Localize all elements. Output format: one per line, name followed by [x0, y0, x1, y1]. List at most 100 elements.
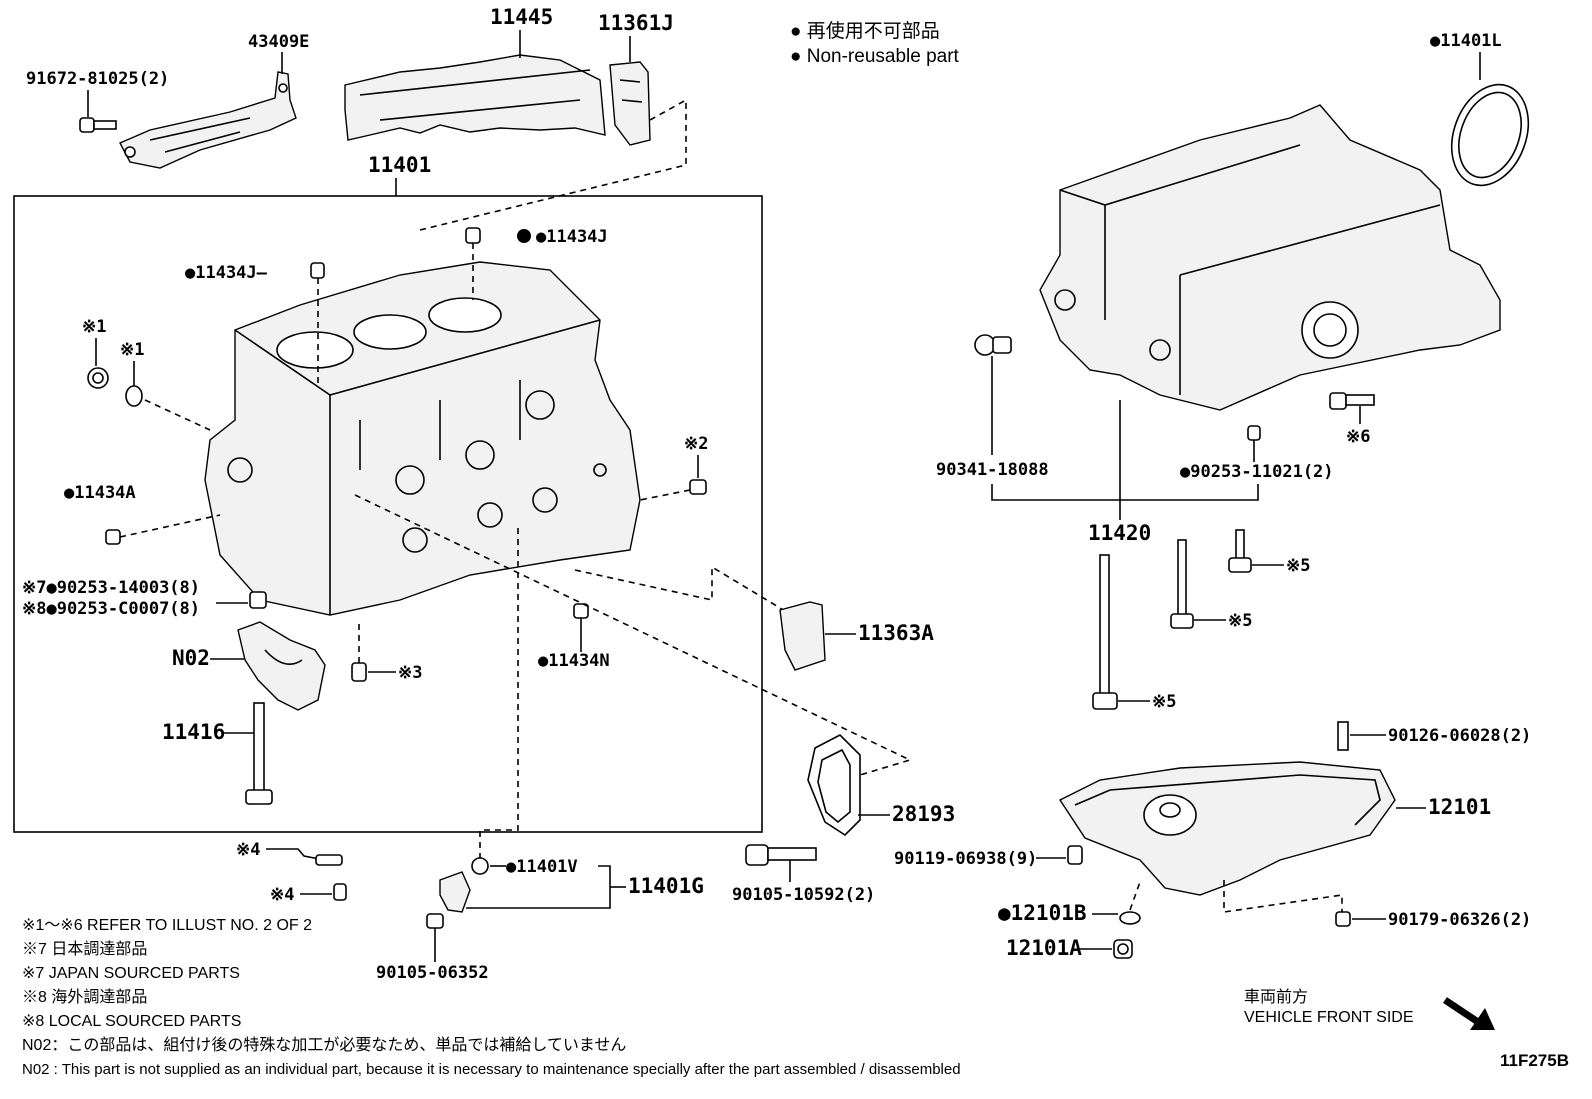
- pin-mark3-drawing: [351, 662, 367, 682]
- oil-seal-11401l-drawing: [1450, 83, 1530, 187]
- dash-mark1: [144, 399, 211, 431]
- note-refer: ※1～※6 REFER TO ILLUST NO. 2 OF 2: [22, 917, 312, 934]
- pin-11434j-left-drawing: [310, 262, 325, 279]
- dash-11361j: [419, 98, 687, 231]
- gasket-28193-drawing: [807, 734, 861, 837]
- legend-non-reusable-en: ● Non-reusable part: [790, 46, 960, 67]
- label-mark5-b[interactable]: ※5: [1228, 611, 1252, 631]
- front-side-en: VEHICLE FRONT SIDE: [1244, 1009, 1414, 1026]
- bolt-mark5-a-drawing: [1228, 529, 1252, 573]
- label-90119-06938[interactable]: 90119-06938(9): [894, 849, 1037, 869]
- stud-90126-drawing: [1337, 721, 1349, 751]
- pin-11434a-drawing: [105, 529, 121, 545]
- label-mark4-b[interactable]: ※4: [270, 885, 294, 905]
- front-side-jp: 車両前方: [1244, 988, 1308, 1006]
- dash-11363a: [574, 565, 801, 621]
- label-12101[interactable]: 12101: [1428, 795, 1491, 819]
- gasket-12101b-drawing: [1119, 911, 1141, 925]
- label-11434j-left[interactable]: ●11434J—: [185, 263, 268, 283]
- nonreusable-dot-11434j-top: [517, 229, 531, 243]
- label-90105-10592[interactable]: 90105-10592(2): [732, 885, 875, 905]
- label-n02[interactable]: N02: [172, 646, 210, 670]
- note-7-jp: ※7 日本調達部品: [22, 940, 147, 958]
- label-11445[interactable]: 11445: [490, 5, 553, 29]
- bolt-mark6-drawing: [1329, 392, 1375, 410]
- plug-12101a-drawing: [1113, 939, 1133, 959]
- oring-11401v-drawing: [471, 857, 489, 875]
- note-8-jp: ※8 海外調達部品: [22, 988, 147, 1006]
- label-90253-c0007[interactable]: ※8●90253-C0007(8): [22, 599, 200, 619]
- label-90105-06352[interactable]: 90105-06352: [376, 963, 489, 983]
- label-mark4-a[interactable]: ※4: [236, 840, 260, 860]
- bolt-mark4-drawing: [333, 883, 347, 901]
- label-28193[interactable]: 28193: [892, 802, 955, 826]
- pin-90253-drawing: [249, 591, 267, 609]
- bolt-91672-drawing: [79, 117, 117, 133]
- label-43409e[interactable]: 43409E: [248, 32, 309, 52]
- dash-11434a: [119, 514, 221, 538]
- label-11434a[interactable]: ●11434A: [64, 483, 136, 503]
- insulator-11445-drawing: [344, 54, 606, 141]
- bracket-43409e-drawing: [119, 71, 297, 169]
- plug-90341-drawing: [974, 334, 1012, 356]
- label-mark6[interactable]: ※6: [1346, 427, 1370, 447]
- pin-mark2-drawing: [689, 479, 707, 495]
- plug-mark1-drawing: [87, 367, 109, 389]
- bolt-90119-drawing: [1067, 845, 1083, 865]
- note-8-en: ※8 LOCAL SOURCED PARTS: [22, 1013, 241, 1030]
- bolt-mark5-c-drawing: [1092, 554, 1118, 710]
- gasket-mark1-drawing: [125, 385, 143, 407]
- note-n02-en: N02 : This part is not supplied as an in…: [22, 1061, 961, 1078]
- label-11420[interactable]: 11420: [1088, 521, 1151, 545]
- oil-pan-12101-drawing: [1058, 761, 1396, 896]
- label-mark1-a[interactable]: ※1: [82, 317, 106, 337]
- label-mark5-a[interactable]: ※5: [1286, 556, 1310, 576]
- label-90253-11021[interactable]: ●90253-11021(2): [1180, 462, 1334, 482]
- dash-28193: [354, 494, 913, 776]
- label-11434j-top[interactable]: ●11434J: [536, 227, 608, 247]
- bolt-90105-10592-drawing: [745, 844, 817, 866]
- dash-mark2: [639, 489, 691, 501]
- crankcase-11420-drawing: [1039, 104, 1501, 411]
- label-mark2[interactable]: ※2: [684, 434, 708, 454]
- bracket-11420: [991, 484, 1259, 501]
- label-90179-06326[interactable]: 90179-06326(2): [1388, 910, 1531, 930]
- label-90253-14003[interactable]: ※7●90253-14003(8): [22, 578, 200, 598]
- label-mark5-c[interactable]: ※5: [1152, 692, 1176, 712]
- label-mark1-b[interactable]: ※1: [120, 340, 144, 360]
- pin-90253-11021-drawing: [1247, 425, 1261, 441]
- note-n02-jp: N02：この部品は、組付け後の特殊な加工が必要なため、単品では補給していません: [22, 1036, 626, 1054]
- cylinder-block-drawing: [204, 261, 641, 616]
- nut-90179-drawing: [1335, 911, 1351, 927]
- pin-11434j-top-drawing: [465, 227, 481, 244]
- note-7-en: ※7 JAPAN SOURCED PARTS: [22, 965, 240, 982]
- dash-12101: [1223, 880, 1343, 913]
- plate-11361j-drawing: [609, 61, 651, 146]
- label-11401g[interactable]: 11401G: [628, 874, 704, 898]
- legend-non-reusable-jp: ● 再使用不可部品: [790, 20, 940, 42]
- label-11416[interactable]: 11416: [162, 720, 225, 744]
- label-12101b[interactable]: ●12101B: [998, 901, 1087, 925]
- label-11401l[interactable]: ●11401L: [1430, 31, 1502, 51]
- clamp-mark4-drawing: [315, 854, 343, 866]
- fitting-11401g-drawing: [426, 871, 471, 929]
- dash-oil-line: [479, 528, 519, 860]
- label-91672-81025[interactable]: 91672-81025(2): [26, 69, 169, 89]
- dash-12101b: [1129, 881, 1141, 911]
- seal-11363a-drawing: [779, 601, 826, 671]
- label-11434n[interactable]: ●11434N: [538, 651, 610, 671]
- bolt-11416-drawing: [245, 702, 273, 805]
- bolt-mark5-b-drawing: [1170, 539, 1194, 629]
- label-11361j[interactable]: 11361J: [598, 11, 674, 35]
- label-12101a[interactable]: 12101A: [1006, 936, 1082, 960]
- front-arrow-icon: [1443, 997, 1495, 1030]
- label-11401[interactable]: 11401: [368, 153, 431, 177]
- label-11363a[interactable]: 11363A: [858, 621, 934, 645]
- label-11401v[interactable]: ●11401V: [506, 857, 578, 877]
- cylinder-block-assembly-frame: [13, 195, 763, 833]
- label-90126-06028[interactable]: 90126-06028(2): [1388, 726, 1531, 746]
- label-90341-18088[interactable]: 90341-18088: [936, 460, 1049, 480]
- label-mark3[interactable]: ※3: [398, 663, 422, 683]
- diagram-code: 11F275B: [1500, 1051, 1569, 1070]
